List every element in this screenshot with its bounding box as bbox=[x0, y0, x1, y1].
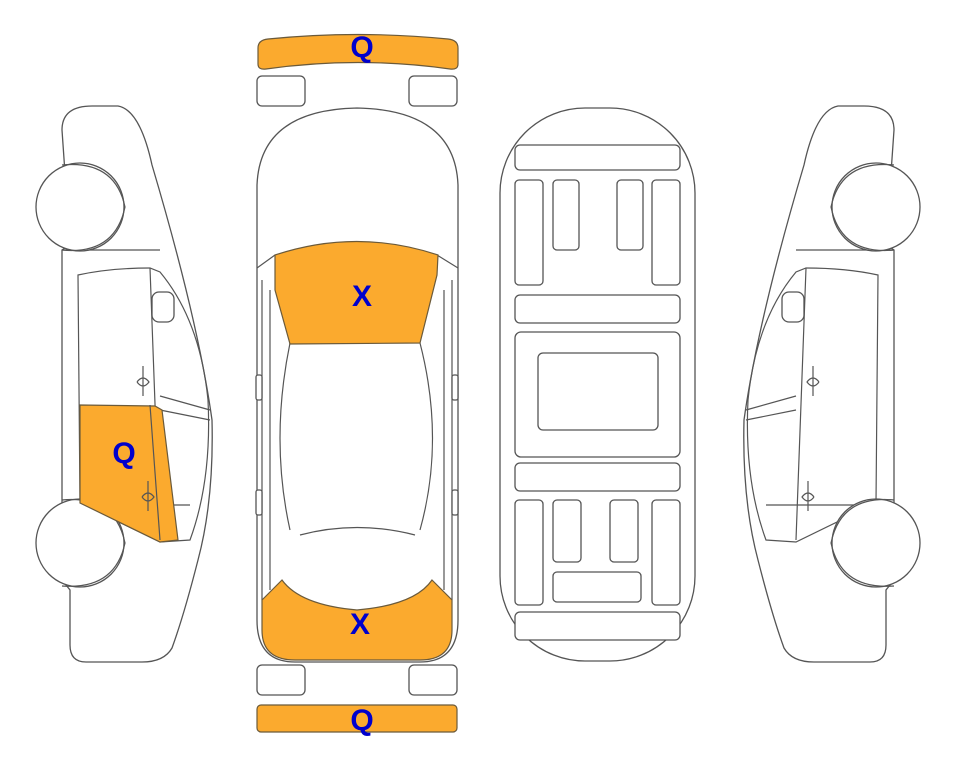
front-bumper-damage[interactable] bbox=[257, 33, 459, 70]
headlight-right bbox=[408, 75, 458, 107]
left-rear-door-marker: Q bbox=[112, 437, 135, 470]
taillight-right bbox=[408, 664, 458, 696]
underside-view[interactable] bbox=[499, 107, 696, 662]
rear-bumper-marker: Q bbox=[350, 704, 373, 737]
left-rear-door-damage[interactable] bbox=[79, 404, 179, 543]
windshield-damage[interactable] bbox=[274, 240, 439, 345]
rear-window-marker: X bbox=[350, 608, 370, 641]
windshield-marker: X bbox=[352, 280, 372, 313]
rear-window-damage[interactable] bbox=[261, 579, 453, 661]
rear-bumper-damage[interactable] bbox=[256, 704, 458, 733]
front-bumper-marker: Q bbox=[350, 31, 373, 64]
left-side-view[interactable]: Q bbox=[35, 105, 213, 663]
headlight-left bbox=[256, 75, 306, 107]
top-view[interactable]: Q X X Q bbox=[255, 31, 459, 737]
taillight-left bbox=[256, 664, 306, 696]
right-side-view[interactable] bbox=[743, 105, 921, 663]
